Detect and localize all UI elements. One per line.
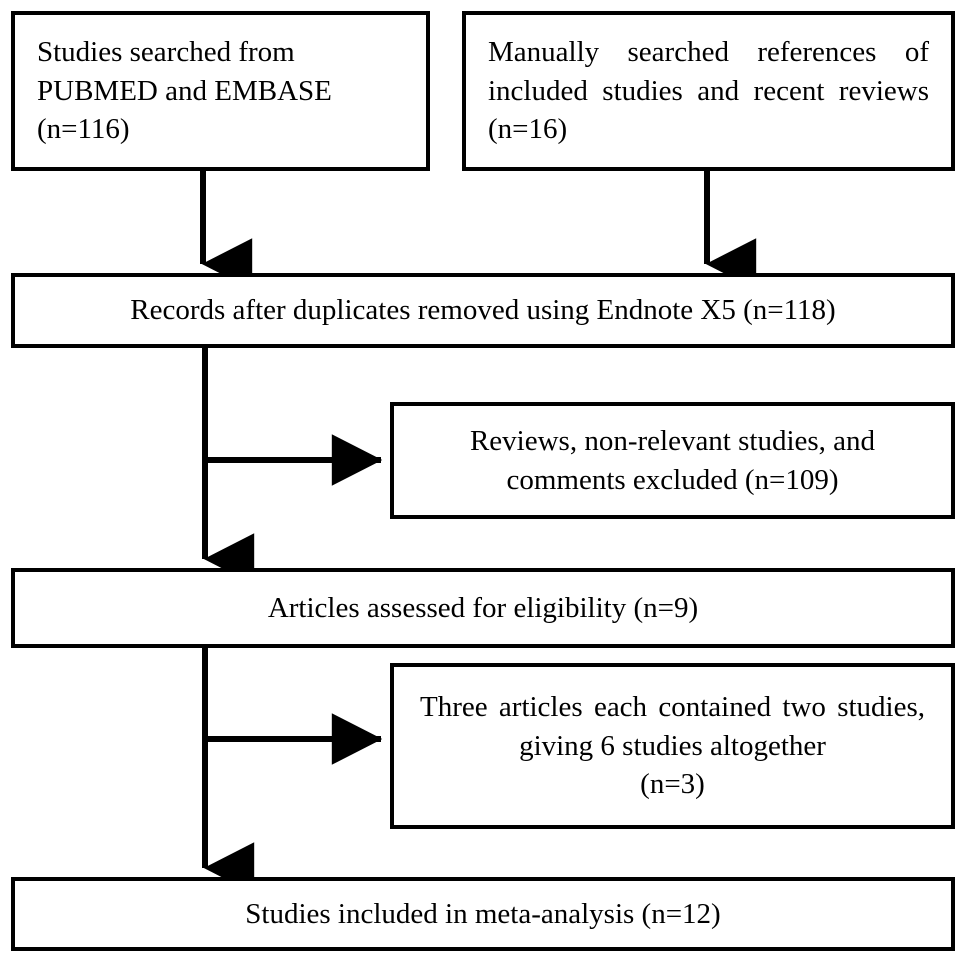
box-records-after-duplicates-removed: Records after duplicates removed using E…: [11, 273, 955, 348]
box-manually-searched-references: Manually searched references of included…: [462, 11, 955, 171]
box-records-excluded: Reviews, non-relevant studies, and comme…: [390, 402, 955, 519]
box-records-excluded-text: Reviews, non-relevant studies, and comme…: [469, 424, 883, 496]
box-studies-searched-databases-text: Studies searched from PUBMED and EMBASE …: [37, 35, 340, 146]
box-articles-containing-two-studies-text: Three articles each contained two studie…: [420, 690, 933, 762]
box-articles-containing-two-studies: Three articles each contained two studie…: [390, 663, 955, 829]
box-articles-containing-two-studies-count: (n=3): [640, 768, 705, 801]
box-records-after-duplicates-removed-text: Records after duplicates removed using E…: [130, 294, 836, 327]
box-articles-assessed-for-eligibility-text: Articles assessed for eligibility (n=9): [267, 591, 699, 624]
box-manually-searched-references-text: Manually searched references of included…: [488, 35, 937, 146]
box-studies-included-in-meta-analysis: Studies included in meta-analysis (n=12): [11, 877, 955, 951]
box-studies-searched-databases: Studies searched from PUBMED and EMBASE …: [11, 11, 430, 171]
box-articles-assessed-for-eligibility: Articles assessed for eligibility (n=9): [11, 568, 955, 648]
box-studies-included-in-meta-analysis-text: Studies included in meta-analysis (n=12): [245, 897, 721, 930]
